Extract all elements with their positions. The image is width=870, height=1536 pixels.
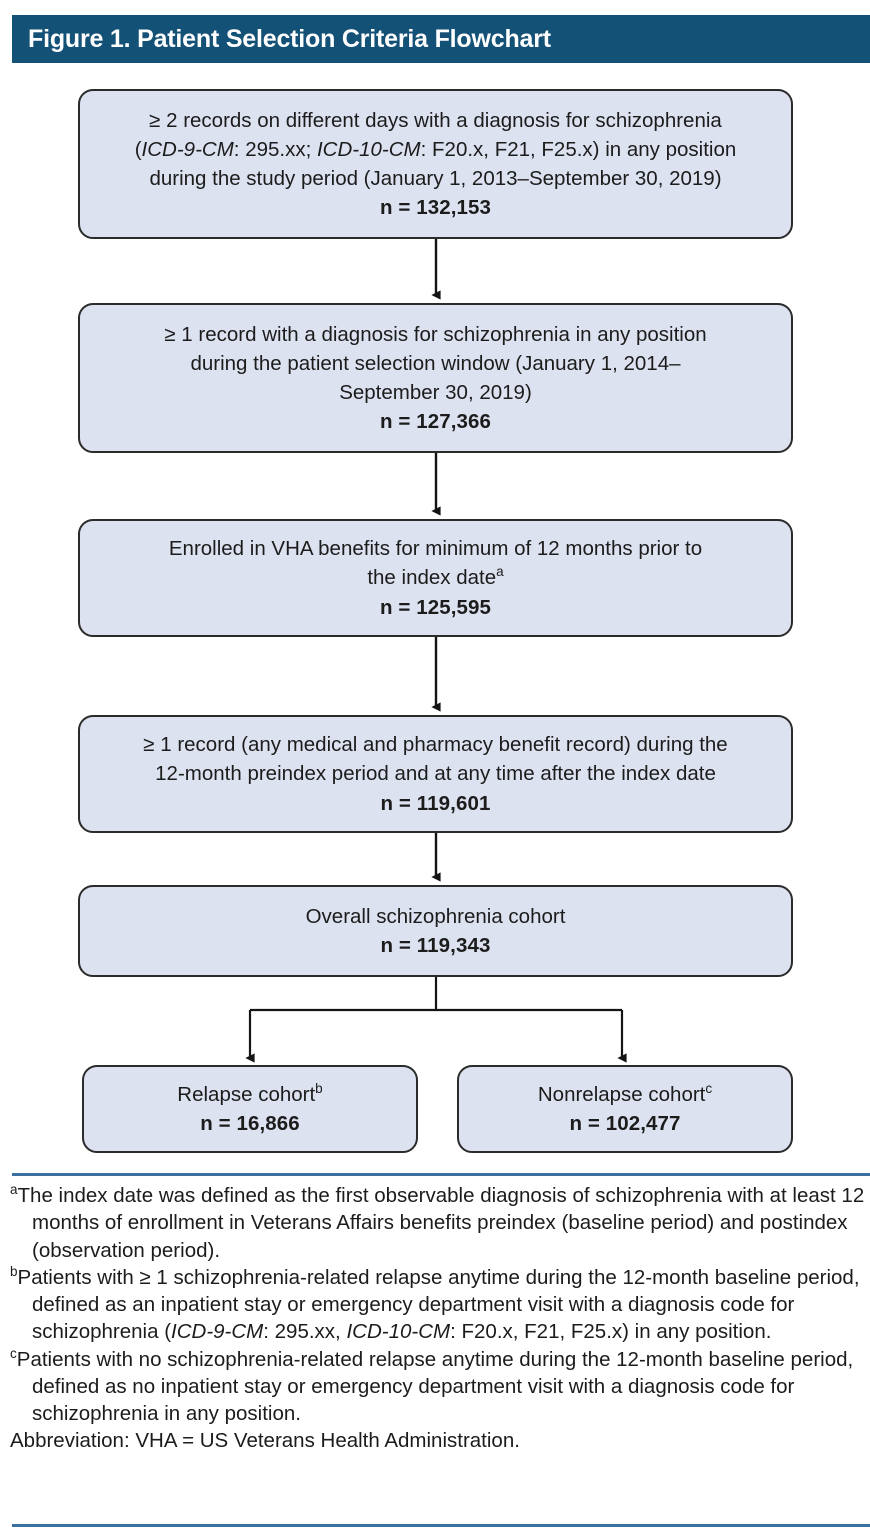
footnote-b-part3: : F20.x, F21, F25.x) in any position. — [450, 1320, 772, 1344]
node-7-l1-text: Nonrelapse cohort — [537, 1082, 706, 1106]
flow-node-enrolled-vha-benefits: Enrolled in VHA benefits for minimum of … — [78, 519, 793, 637]
node-5-line-1: Overall schizophrenia cohort — [305, 904, 566, 928]
node-1-icd9-italic: ICD-9-CM — [141, 137, 234, 161]
footnote-abbreviation: Abbreviation: VHA = US Veterans Health A… — [10, 1429, 520, 1453]
node-5-count: n = 119,343 — [380, 934, 491, 957]
flowchart-canvas: ≥ 2 records on different days with a dia… — [0, 63, 870, 1171]
node-2-line-3: September 30, 2019) — [339, 381, 532, 404]
flow-node-records-2-different-days: ≥ 2 records on different days with a dia… — [78, 89, 793, 239]
node-3-count: n = 125,595 — [379, 595, 492, 619]
node-6-line-1: Relapse cohortb — [177, 1080, 322, 1109]
node-7-count: n = 102,477 — [569, 1112, 681, 1135]
node-3-line-1: Enrolled in VHA benefits for minimum of … — [168, 537, 703, 561]
node-7-line-1: Nonrelapse cohortc — [538, 1080, 712, 1109]
node-1-l2-mid: : 295.xx; — [233, 137, 317, 161]
footnote-b: bPatients with ≥ 1 schizophrenia-related… — [10, 1264, 866, 1346]
footnote-c-text: Patients with no schizophrenia-related r… — [16, 1347, 859, 1426]
footnote-b-icd9-italic: ICD-9-CM — [171, 1320, 264, 1344]
node-3-footnote-marker: a — [496, 564, 504, 580]
page-title: Figure 1. Patient Selection Criteria Flo… — [28, 24, 551, 53]
node-6-count: n = 16,866 — [200, 1112, 300, 1135]
node-4-count: n = 119,601 — [380, 791, 491, 815]
node-1-line-3: during the study period (January 1, 2013… — [149, 167, 722, 190]
flowchart-connectors — [245, 239, 627, 1063]
footnote-a-text: The index date was defined as the first … — [17, 1184, 870, 1262]
flow-node-record-selection-window: ≥ 1 record with a diagnosis for schizoph… — [78, 303, 793, 453]
node-1-l2-post: : F20.x, F21, F25.x) in any position — [420, 137, 737, 161]
node-1-line-1: ≥ 2 records on different days with a dia… — [149, 108, 722, 132]
footnote-b-icd10-italic: ICD-10-CM — [346, 1320, 451, 1344]
node-7-footnote-marker: c — [705, 1081, 713, 1097]
node-2-line-1: ≥ 1 record with a diagnosis for schizoph… — [164, 322, 707, 346]
node-3-l2-text: the index date — [367, 566, 497, 590]
node-1-l2-pre: ( — [134, 137, 142, 161]
footnote-c: cPatients with no schizophrenia-related … — [10, 1346, 866, 1428]
node-1-icd10-italic: ICD-10-CM — [316, 137, 421, 161]
footnote-b-part2: : 295.xx, — [263, 1320, 347, 1344]
figure-title-bar: Figure 1. Patient Selection Criteria Flo… — [12, 15, 870, 63]
footnote-a-marker: a — [10, 1182, 18, 1198]
flow-node-overall-schizophrenia-cohort: Overall schizophrenia cohort n = 119,343 — [78, 885, 793, 977]
node-1-count: n = 132,153 — [379, 196, 492, 220]
footnote-b-marker: b — [10, 1263, 18, 1279]
footnote-c-marker: c — [10, 1345, 17, 1361]
node-6-footnote-marker: b — [315, 1081, 323, 1097]
node-6-l1-text: Relapse cohort — [177, 1082, 316, 1106]
node-2-count: n = 127,366 — [379, 410, 492, 434]
footnotes-block: aThe index date was defined as the first… — [10, 1182, 866, 1455]
node-3-line-2: the index datea — [367, 563, 503, 592]
node-4-line-1: ≥ 1 record (any medical and pharmacy ben… — [143, 733, 728, 757]
footnotes-top-rule — [12, 1173, 870, 1176]
flow-node-medical-pharmacy-benefit-record: ≥ 1 record (any medical and pharmacy ben… — [78, 715, 793, 833]
node-4-line-2: 12-month preindex period and at any time… — [155, 762, 716, 786]
flow-node-relapse-cohort: Relapse cohortb n = 16,866 — [82, 1065, 418, 1153]
node-2-line-2: during the patient selection window (Jan… — [190, 351, 681, 375]
footnote-a: aThe index date was defined as the first… — [10, 1182, 866, 1264]
node-1-line-2: (ICD-9-CM: 295.xx; ICD-10-CM: F20.x, F21… — [135, 135, 737, 164]
footnotes-bottom-rule — [12, 1524, 870, 1527]
footnote-b-part1: Patients with ≥ 1 schizophrenia-related … — [17, 1265, 866, 1344]
flow-node-nonrelapse-cohort: Nonrelapse cohortc n = 102,477 — [457, 1065, 793, 1153]
